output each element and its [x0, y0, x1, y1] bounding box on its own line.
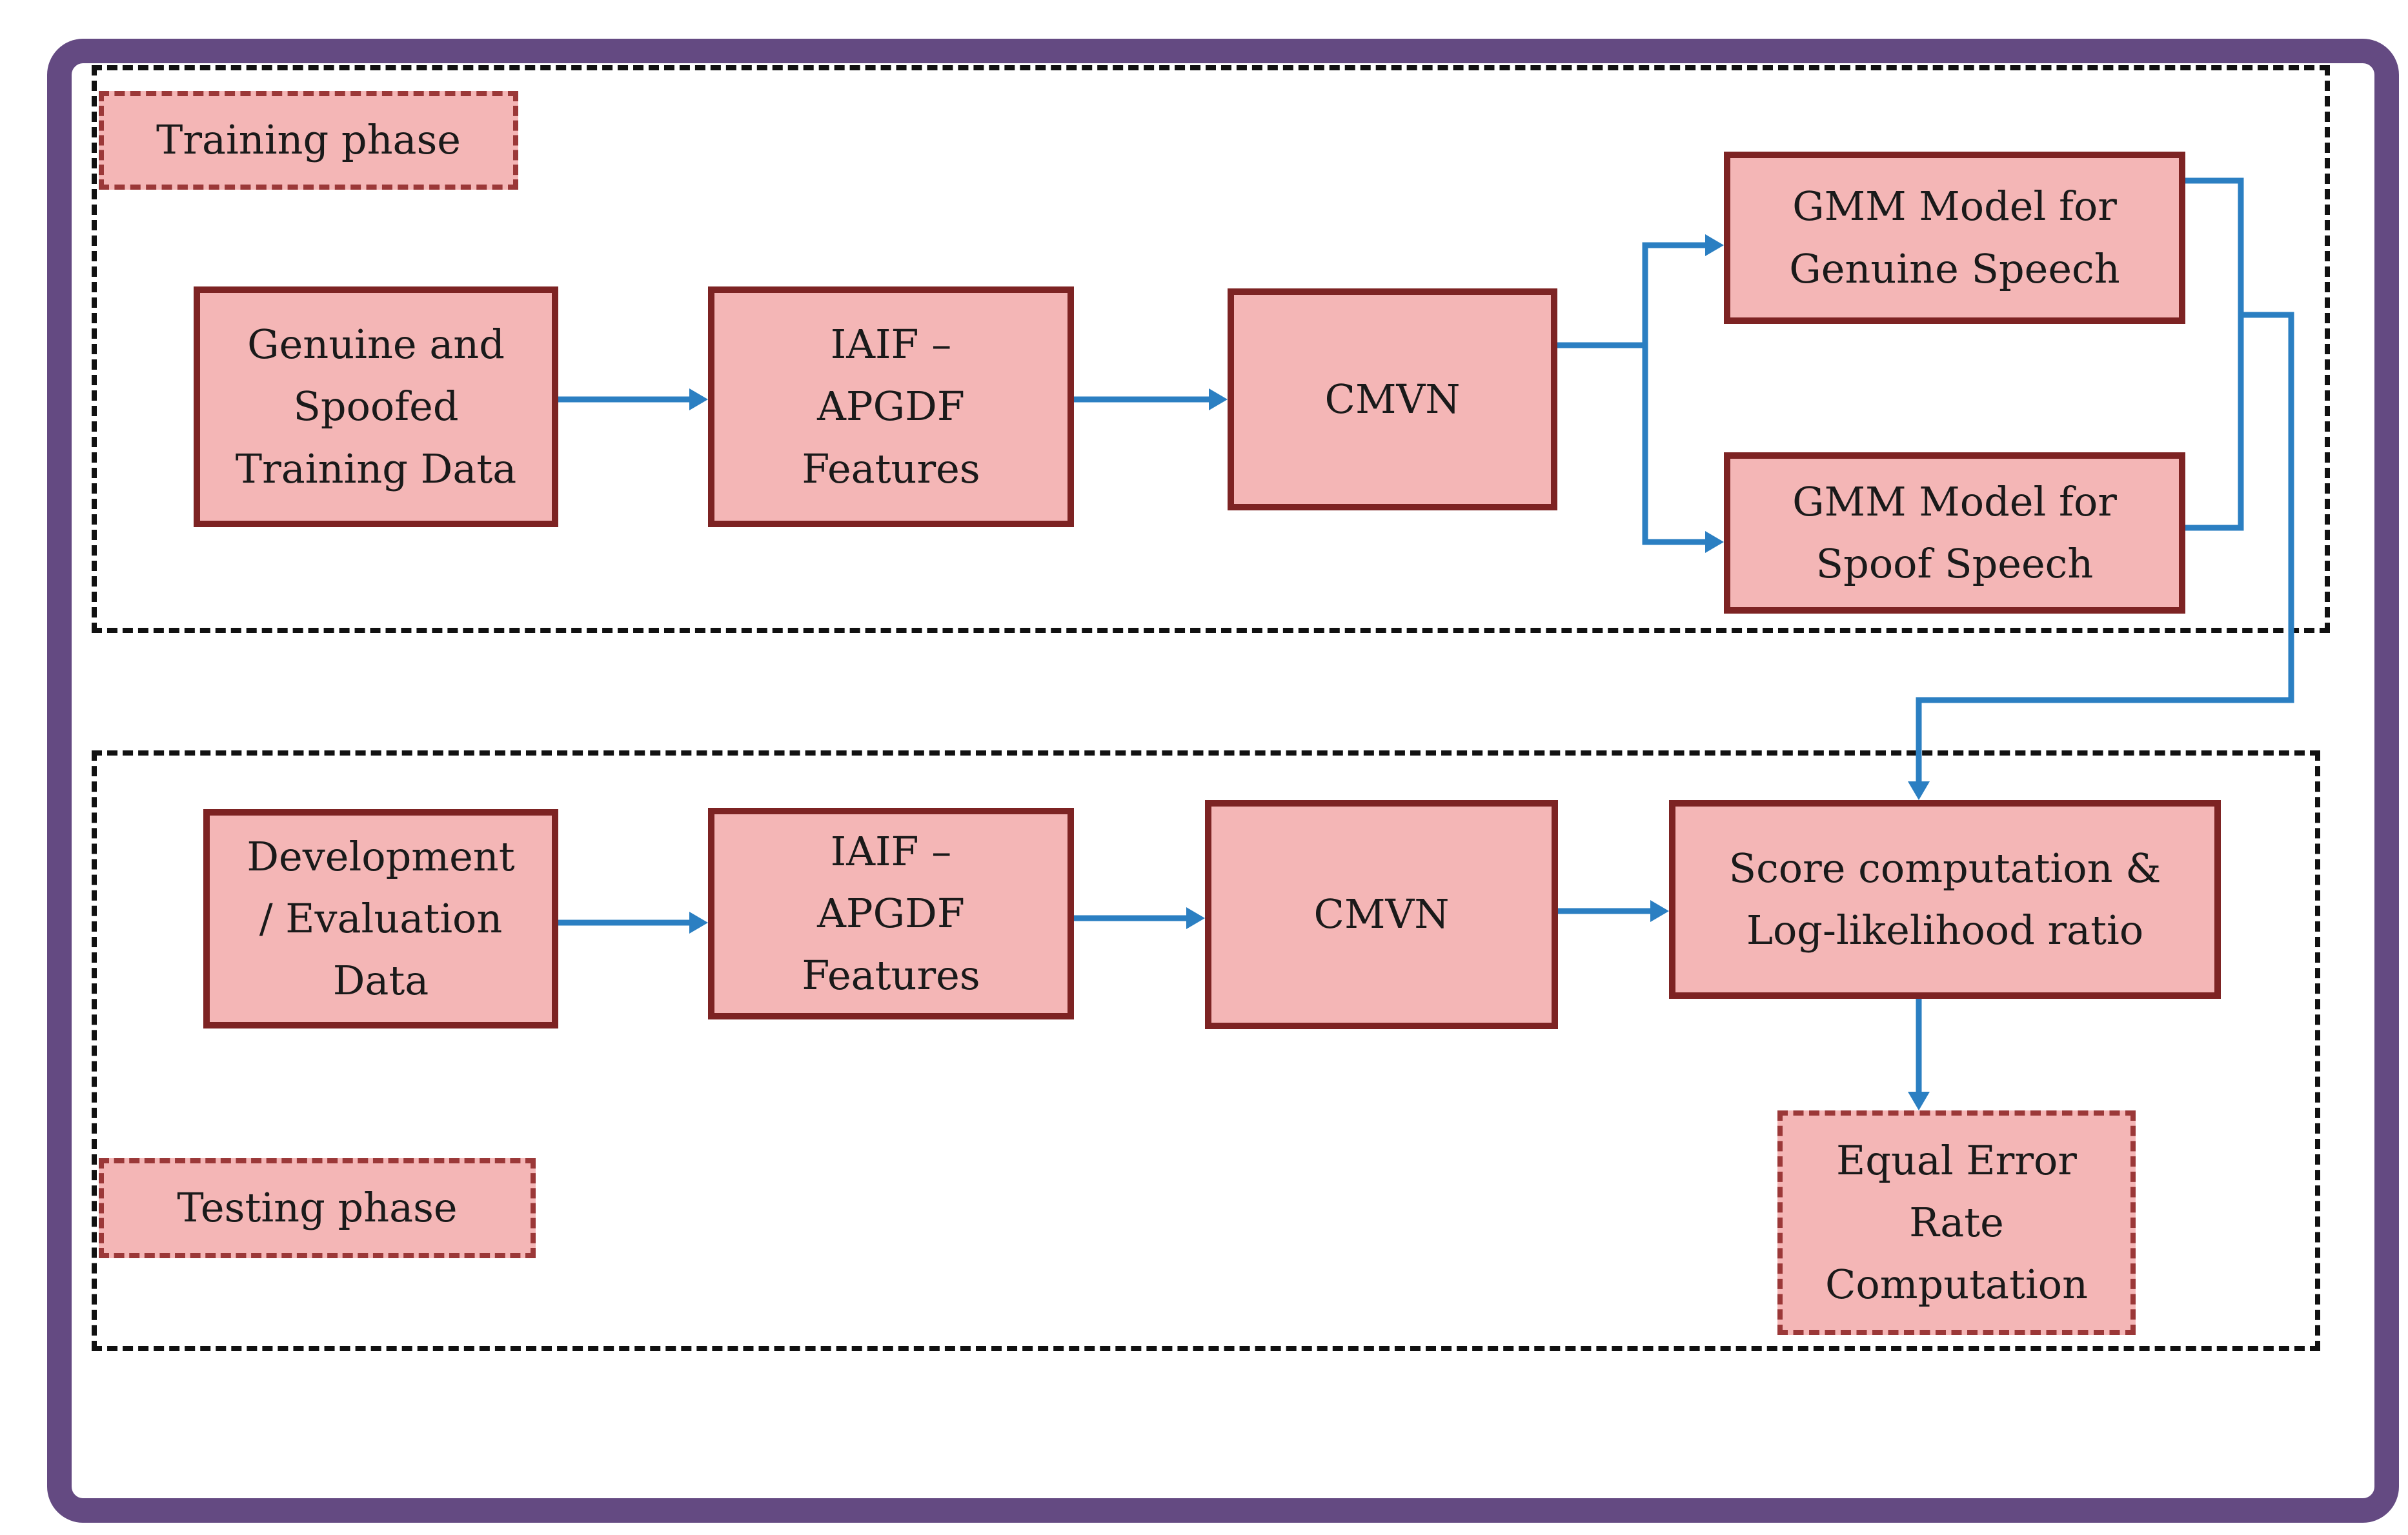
testing-features-box: IAIF – APGDF Features [708, 808, 1074, 1019]
testing-cmvn-label: CMVN [1313, 890, 1450, 938]
testing-input-data-label: Development / Evaluation Data [247, 832, 515, 1005]
score-computation-box: Score computation & Log-likelihood ratio [1669, 800, 2221, 999]
gmm-genuine-box: GMM Model for Genuine Speech [1724, 152, 2185, 324]
testing-phase-region [92, 750, 2320, 1351]
training-phase-region [92, 65, 2330, 633]
training-features-box: IAIF – APGDF Features [708, 286, 1074, 527]
training-cmvn-label: CMVN [1324, 375, 1461, 423]
training-phase-label: Training phase [99, 91, 518, 190]
training-features-label: IAIF – APGDF Features [802, 321, 980, 492]
testing-phase-label: Testing phase [99, 1158, 536, 1258]
gmm-genuine-label: GMM Model for Genuine Speech [1789, 183, 2120, 292]
testing-phase-label-text: Testing phase [177, 1184, 458, 1232]
eer-computation-box: Equal Error Rate Computation [1777, 1110, 2136, 1335]
training-input-data-box: Genuine and Spoofed Training Data [194, 286, 558, 527]
testing-features-label: IAIF – APGDF Features [802, 827, 980, 999]
gmm-spoof-label: GMM Model for Spoof Speech [1792, 477, 2117, 587]
eer-computation-label: Equal Error Rate Computation [1825, 1136, 2089, 1309]
testing-cmvn-box: CMVN [1205, 800, 1558, 1029]
testing-input-data-box: Development / Evaluation Data [203, 809, 558, 1028]
training-phase-label-text: Training phase [156, 116, 461, 164]
score-computation-label: Score computation & Log-likelihood ratio [1728, 844, 2161, 954]
training-input-data-label: Genuine and Spoofed Training Data [235, 321, 517, 492]
gmm-spoof-box: GMM Model for Spoof Speech [1724, 452, 2185, 614]
training-cmvn-box: CMVN [1228, 288, 1557, 510]
